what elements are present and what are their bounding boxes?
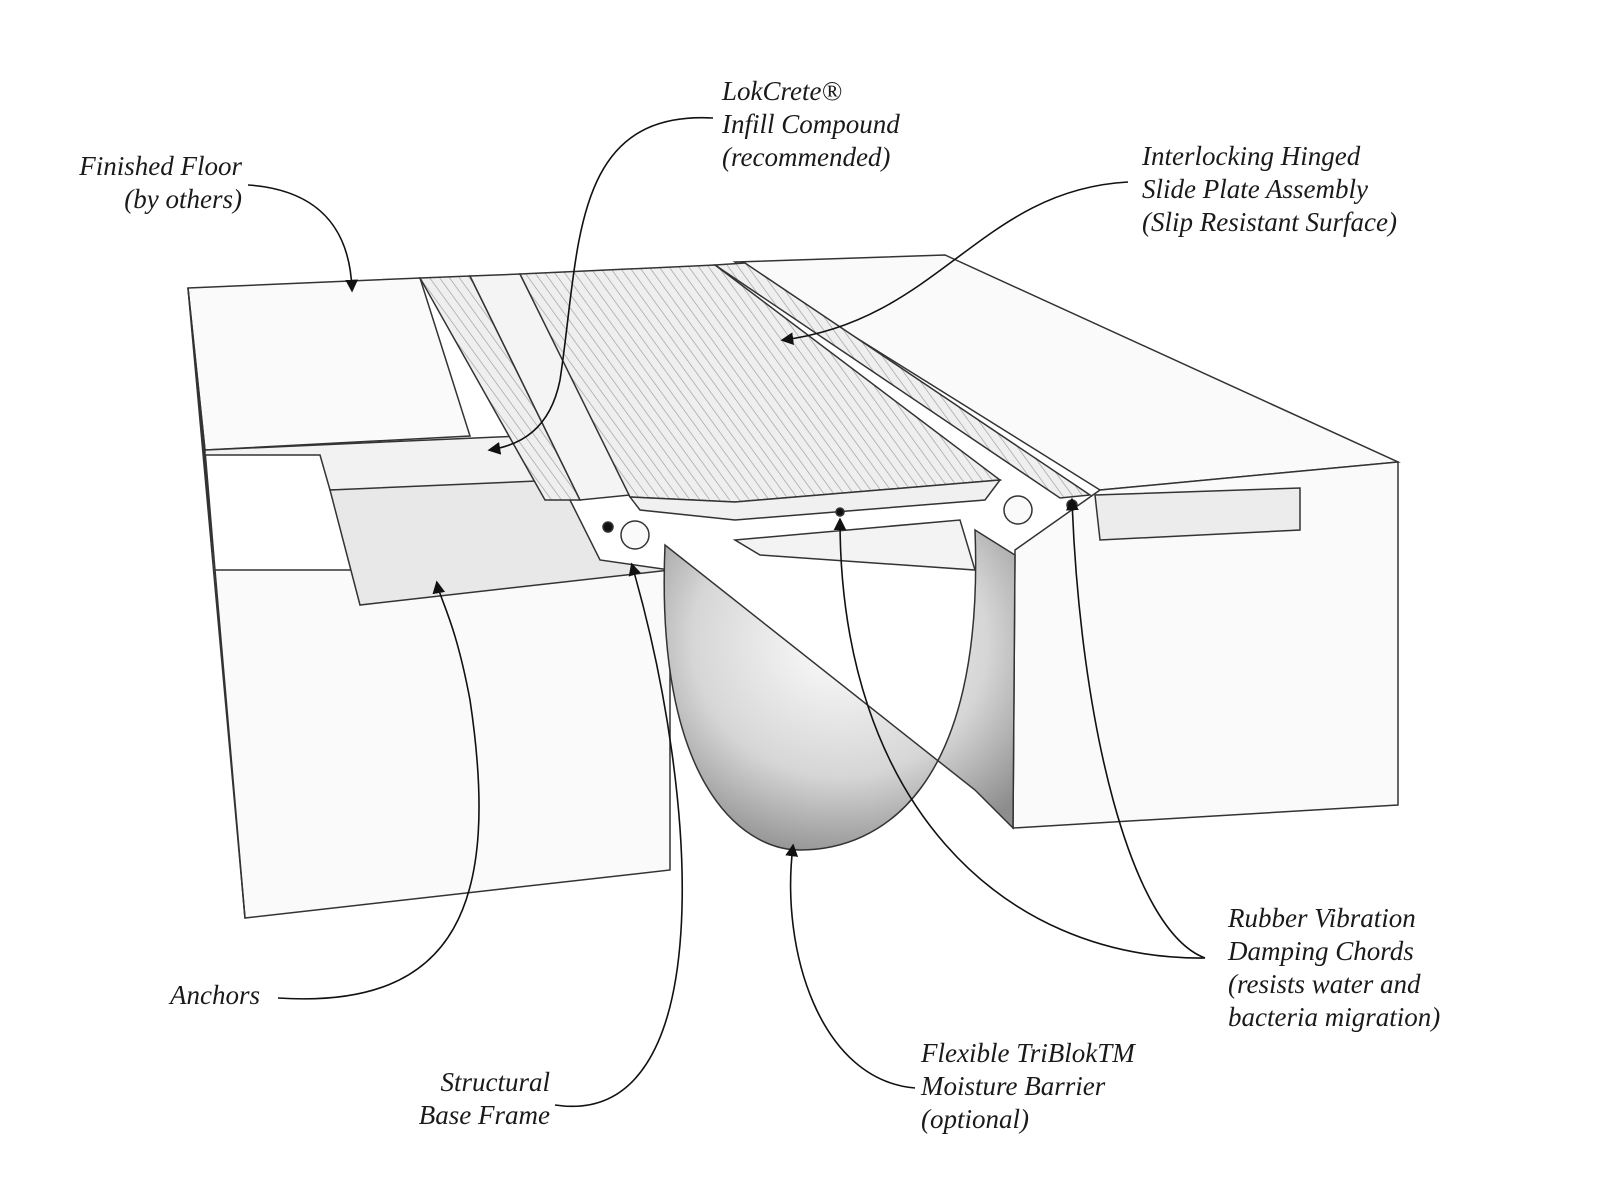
label-line: (resists water and [1228,969,1421,999]
label-line: (optional) [921,1104,1029,1134]
label-line: Interlocking Hinged [1142,141,1361,171]
right-frame [1094,487,1301,541]
label-rubber-chords: Rubber Vibration Damping Chords (resists… [1228,902,1440,1034]
left-slab-front [214,569,671,919]
leader-chord-2 [1065,497,1206,959]
label-line: Structural [440,1067,550,1097]
label-lokcrete: LokCrete® Infill Compound (recommended) [722,75,900,174]
label-line: Moisture Barrier [921,1071,1106,1101]
label-line: Anchors [170,980,260,1010]
label-line: (recommended) [722,142,891,172]
label-line: Slide Plate Assembly [1142,174,1368,204]
label-line: LokCrete® [722,76,842,106]
right-ribbed-strip [712,262,1093,499]
leader-lines [247,117,1206,1108]
label-anchors: Anchors [170,979,260,1012]
label-moisture-barrier: Flexible TriBlokTM Moisture Barrier (opt… [921,1037,1135,1136]
label-line: bacteria migration) [1228,1002,1441,1032]
moisture-barrier [663,528,1016,851]
leader-chord-1 [833,517,1206,959]
label-finished-floor: Finished Floor (by others) [60,150,242,216]
leader-slide-plate [780,181,1129,346]
label-line: Infill Compound [722,109,900,139]
leader-anchors [277,580,480,1000]
label-line: Damping Chords [1228,936,1414,966]
label-line: (by others) [124,184,242,214]
label-base-frame: Structural Base Frame [380,1066,550,1132]
label-slide-plate: Interlocking Hinged Slide Plate Assembly… [1142,140,1397,239]
label-line: Finished Floor [79,151,242,181]
right-slab-front [1012,461,1399,829]
left-slab-top [187,277,472,451]
label-line: Rubber Vibration [1228,903,1416,933]
label-line: Base Frame [418,1100,550,1130]
leader-barrier [785,843,916,1089]
label-line: (Slip Resistant Surface) [1142,207,1397,237]
label-line: Flexible TriBlokTM [921,1038,1135,1068]
leader-base-frame [554,562,683,1108]
leader-lokcrete [487,117,714,455]
leader-finished-floor [247,184,359,293]
